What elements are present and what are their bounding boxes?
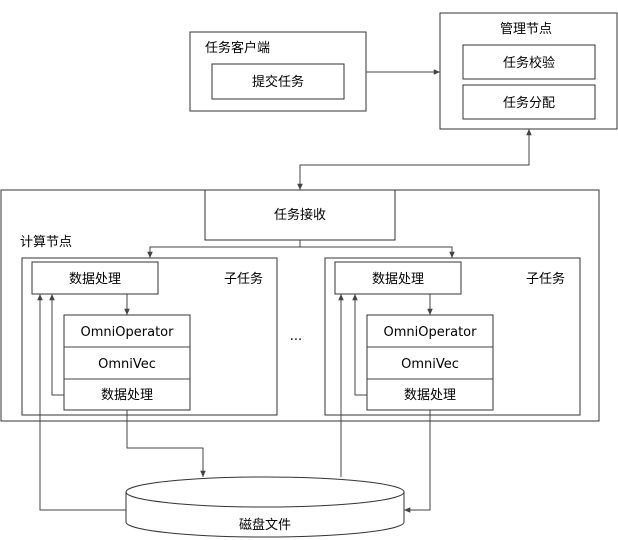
subtask-2-stack-to-process-arrow	[352, 294, 367, 396]
task-validate-box	[462, 44, 596, 80]
task-receive-label: 任务接收	[274, 207, 326, 223]
disk-file: 磁盘文件	[125, 476, 405, 538]
subtask-2-stack-process: 数据处理	[404, 388, 456, 403]
subtask-1-stack-process: 数据处理	[101, 388, 153, 403]
subtask-1: 子任务 数据处理 OmniOperator OmniVec 数据处理	[21, 257, 278, 416]
subtask-2-process-label: 数据处理	[372, 272, 424, 287]
subtask-2: 子任务 数据处理 OmniOperator OmniVec 数据处理	[324, 257, 581, 416]
subtask-2-process-box	[334, 261, 462, 295]
submit-task-label: 提交任务	[252, 74, 304, 90]
subtask-2-omnivec: OmniVec	[401, 357, 459, 372]
subtask-1-omnivec: OmniVec	[98, 357, 156, 372]
submit-task-box	[211, 63, 345, 100]
disk-file-top	[125, 476, 405, 508]
task-assign-label: 任务分配	[503, 95, 555, 111]
management-node: 管理节点 任务校验 任务分配	[439, 12, 618, 130]
manager-compute-arrow	[297, 129, 532, 190]
subtask-2-omnioperator: OmniOperator	[384, 325, 478, 340]
subtask-1-stack-box	[63, 314, 191, 411]
subtask-ellipsis: ...	[290, 329, 302, 344]
subtask-1-omnioperator: OmniOperator	[81, 325, 175, 340]
subtask-1-stack-to-process-arrow	[49, 294, 64, 396]
task-assign-box	[462, 84, 596, 120]
subtask-2-title: 子任务	[526, 271, 565, 287]
subtask-1-write-arrow	[126, 410, 206, 477]
compute-node-title: 计算节点	[20, 235, 72, 250]
receive-to-subtask-2-arrow	[300, 246, 455, 258]
subtask-1-process-label: 数据处理	[69, 272, 121, 287]
task-validate-label: 任务校验	[503, 55, 555, 71]
subtask-1-title: 子任务	[224, 271, 263, 287]
disk-file-label: 磁盘文件	[239, 517, 291, 533]
task-client-title: 任务客户端	[205, 40, 270, 56]
subtask-2-stack-box	[366, 314, 494, 411]
management-node-title: 管理节点	[500, 22, 552, 37]
task-client: 任务客户端 提交任务	[189, 31, 367, 112]
receive-to-subtask-1-arrow	[147, 240, 301, 258]
subtask-1-process-box	[31, 261, 159, 295]
subtask-2-write-arrow	[404, 410, 431, 513]
task-receive-box	[204, 189, 396, 241]
disk-to-subtask-1-arrow	[37, 294, 126, 511]
